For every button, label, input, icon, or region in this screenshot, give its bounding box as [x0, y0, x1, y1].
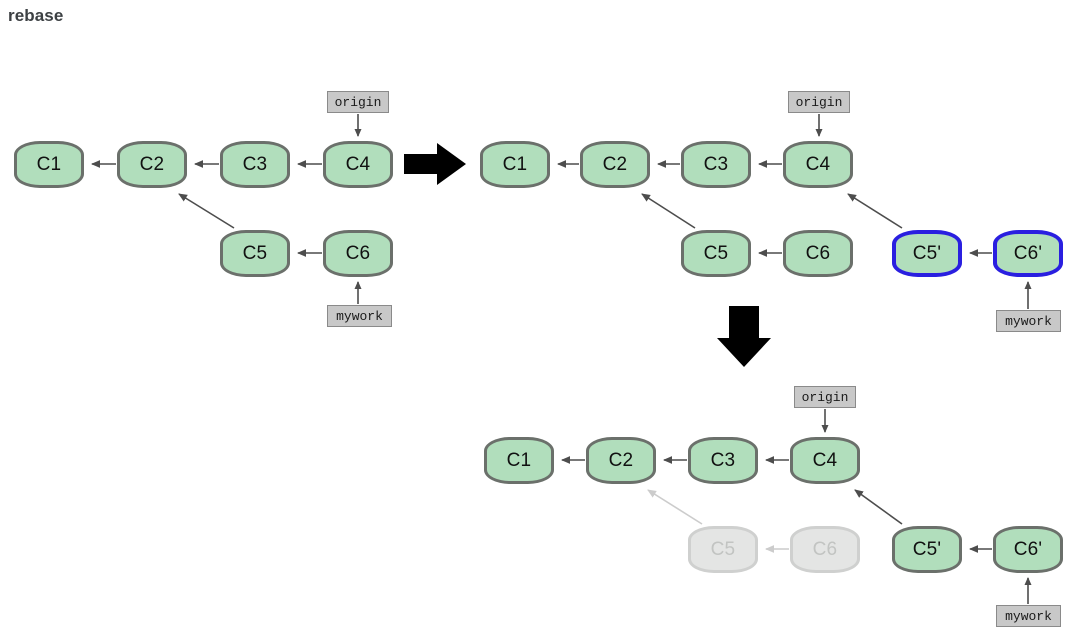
edge-c5-to-c2	[641, 193, 696, 229]
commit-node-aft-c4: C4	[790, 437, 860, 484]
commit-node-mid-c5p: C5'	[892, 230, 962, 277]
page-title: rebase	[8, 6, 64, 25]
commit-node-mid-c1: C1	[480, 141, 550, 188]
ref-label-mid-origin: origin	[788, 91, 850, 113]
edge-c5-to-c2-faded	[647, 489, 703, 525]
commit-node-mid-c6: C6	[783, 230, 853, 277]
after-panel-edges	[561, 409, 1032, 604]
transition-arrow-down	[717, 306, 771, 367]
edge-c5prime-to-c4	[847, 193, 903, 229]
edge-c5-to-c2	[178, 193, 235, 229]
ref-label-before-origin: origin	[327, 91, 389, 113]
ref-label-aft-mywork: mywork	[996, 605, 1061, 627]
commit-node-mid-c2: C2	[580, 141, 650, 188]
commit-node-mid-c3: C3	[681, 141, 751, 188]
ref-label-mid-mywork: mywork	[996, 310, 1061, 332]
ref-label-aft-origin: origin	[794, 386, 856, 408]
commit-node-before-c5: C5	[220, 230, 290, 277]
commit-node-aft-c1: C1	[484, 437, 554, 484]
commit-node-before-c3: C3	[220, 141, 290, 188]
commit-node-aft-c3: C3	[688, 437, 758, 484]
commit-node-mid-c5: C5	[681, 230, 751, 277]
commit-node-aft-c6: C6	[790, 526, 860, 573]
commit-node-before-c6: C6	[323, 230, 393, 277]
commit-node-before-c4: C4	[323, 141, 393, 188]
commit-node-aft-c2: C2	[586, 437, 656, 484]
commit-node-mid-c6p: C6'	[993, 230, 1063, 277]
edge-c5prime-to-c4	[854, 489, 903, 525]
before-panel-edges	[91, 114, 362, 304]
transition-arrow-right	[404, 143, 466, 185]
commit-node-before-c1: C1	[14, 141, 84, 188]
commit-node-aft-c5: C5	[688, 526, 758, 573]
during-panel-edges	[557, 114, 1032, 309]
commit-node-aft-c6p: C6'	[993, 526, 1063, 573]
commit-node-before-c2: C2	[117, 141, 187, 188]
commit-node-mid-c4: C4	[783, 141, 853, 188]
commit-node-aft-c5p: C5'	[892, 526, 962, 573]
ref-label-before-mywork: mywork	[327, 305, 392, 327]
